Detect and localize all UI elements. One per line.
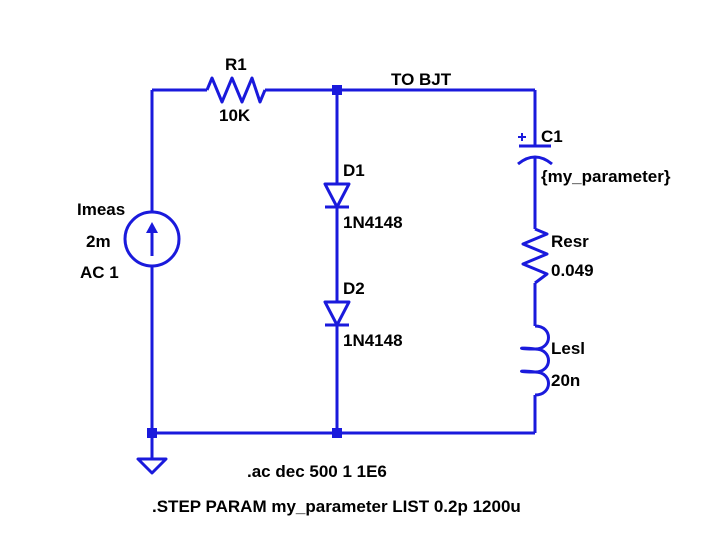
d2-name-label: D2 — [343, 279, 365, 298]
step-directive: .STEP PARAM my_parameter LIST 0.2p 1200u — [152, 497, 521, 516]
junction-bottom-middle — [332, 428, 342, 438]
lesl-name-label: Lesl — [551, 339, 586, 358]
net-label-to-bjt: TO BJT — [391, 70, 452, 89]
d1-model-label: 1N4148 — [343, 213, 403, 232]
current-source-arrow-head — [146, 222, 158, 233]
current-source-ac-label: AC 1 — [80, 263, 119, 282]
r1-name-label: R1 — [225, 55, 247, 74]
resistor-resr-symbol — [521, 227, 549, 285]
current-source-value-label: 2m — [86, 232, 111, 251]
capacitor-c1-plate-bottom — [517, 155, 553, 166]
diode-d2-symbol — [323, 300, 351, 327]
d2-model-label: 1N4148 — [343, 331, 403, 350]
d1-name-label: D1 — [343, 161, 365, 180]
resistor-r1-symbol — [205, 76, 267, 104]
c1-value-label: {my_parameter} — [541, 167, 671, 186]
ground-symbol — [136, 457, 168, 475]
lesl-value-label: 20n — [551, 371, 581, 390]
current-source-symbol — [123, 210, 181, 268]
current-source-name-label: Imeas — [77, 200, 126, 219]
inductor-lesl-symbol — [520, 324, 550, 397]
resr-name-label: Resr — [551, 232, 589, 251]
ac-directive: .ac dec 500 1 1E6 — [247, 462, 387, 481]
r1-value-label: 10K — [219, 106, 251, 125]
c1-name-label: C1 — [541, 127, 563, 146]
diode-d1-symbol — [323, 182, 351, 209]
capacitor-c1-plus — [518, 133, 526, 141]
resr-value-label: 0.049 — [551, 261, 594, 280]
junction-bottom-left — [147, 428, 157, 438]
junction-top-middle — [332, 85, 342, 95]
